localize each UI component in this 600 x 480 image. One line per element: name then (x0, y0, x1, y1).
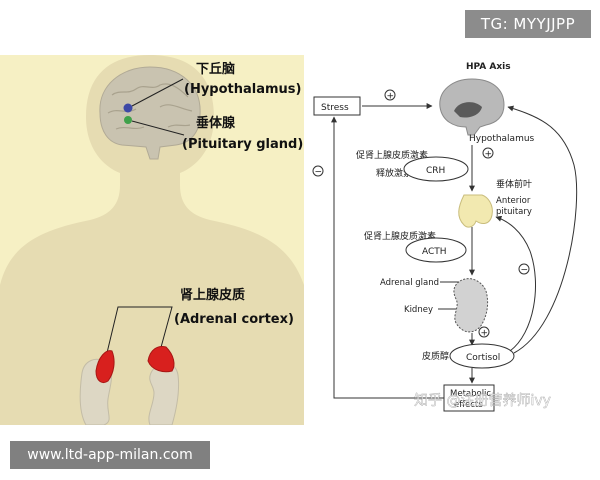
cortisol-to-pituitary-feedback-line (496, 217, 536, 351)
cortisol-cn-label: 皮质醇 (422, 350, 449, 362)
pituitary-cn-label: 垂体腺 (196, 115, 236, 131)
adrenal-en-label: (Adrenal cortex) (174, 312, 294, 327)
hypothalamus-en-label: (Hypothalamus) (184, 82, 301, 97)
anterior-pituitary-cn-label: 垂体前叶 (496, 178, 532, 190)
pituitary-en-label: (Pituitary gland) (182, 137, 303, 152)
tg-watermark-badge: TG: MYYJJPP (465, 10, 591, 38)
anatomy-illustration: 下丘脑 (Hypothalamus) 垂体腺 (Pituitary gland)… (0, 55, 304, 425)
hpa-axis-title: HPA Axis (466, 62, 511, 72)
hypothalamus-marker (124, 104, 133, 113)
kidney-icon (454, 279, 488, 332)
adrenal-plus-text: + (481, 329, 489, 339)
metabolic-effects-label-2: effects (454, 400, 483, 410)
left-minus-text: − (315, 168, 323, 178)
hpa-axis-diagram: HPA Axis Stress + Hypothalamus + 促肾上腺皮质激… (304, 55, 600, 425)
anterior-pituitary-label-2: pituitary (496, 207, 532, 217)
anatomy-panel: 下丘脑 (Hypothalamus) 垂体腺 (Pituitary gland)… (0, 55, 304, 425)
metabolic-effects-label-1: Metabolic (450, 389, 491, 399)
pituitary-marker (124, 116, 132, 124)
stress-label: Stress (321, 103, 349, 113)
acth-label: ACTH (422, 247, 447, 257)
pituitary-icon (459, 195, 493, 227)
cortisol-label: Cortisol (466, 353, 500, 363)
crh-label: CRH (426, 166, 445, 176)
right-minus-text: − (521, 266, 529, 276)
anterior-pituitary-label-1: Anterior (496, 196, 531, 206)
hypothalamus-label: Hypothalamus (469, 134, 535, 144)
adrenal-cn-label: 肾上腺皮质 (180, 287, 245, 303)
stress-plus-text: + (387, 92, 395, 102)
kidney-label: Kidney (404, 305, 433, 315)
hpa-axis-panel: HPA Axis Stress + Hypothalamus + 促肾上腺皮质激… (304, 55, 600, 425)
hypothalamus-cn-label: 下丘脑 (196, 61, 235, 77)
url-watermark-badge: www.ltd-app-milan.com (10, 441, 210, 469)
hypothalamus-plus-text: + (485, 150, 493, 160)
adrenal-gland-label: Adrenal gland (380, 278, 439, 288)
